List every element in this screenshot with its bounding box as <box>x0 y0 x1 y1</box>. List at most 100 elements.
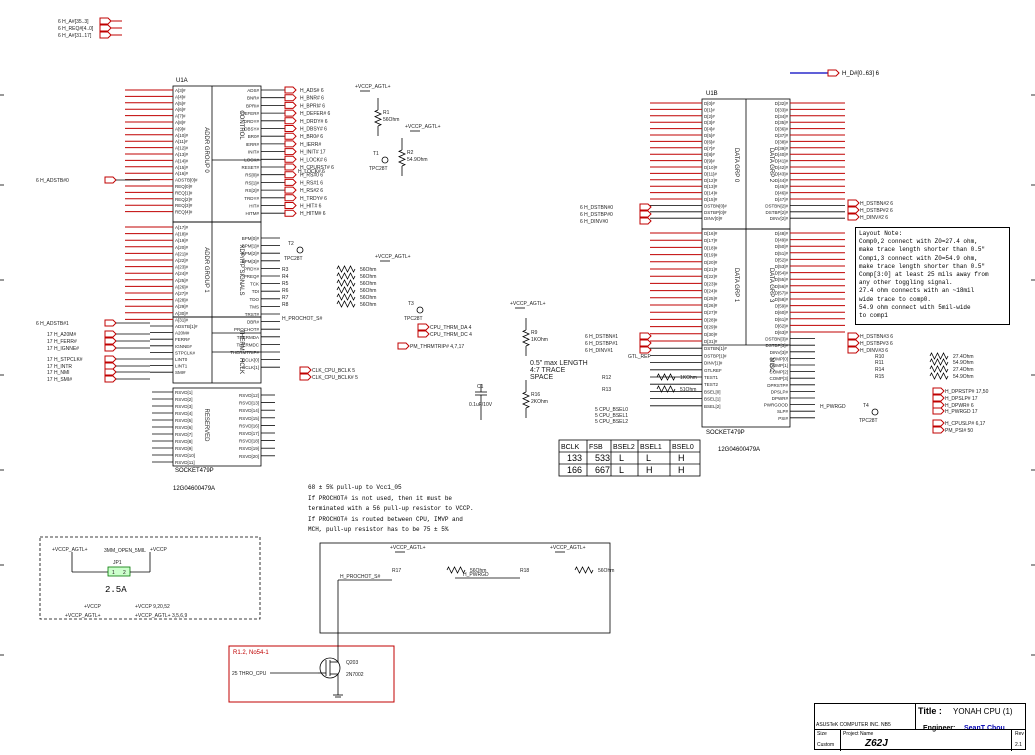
u1b-pin: D[60]# <box>775 310 789 315</box>
u1a-pin: A[26]# <box>175 284 189 289</box>
u1a-net-label: H_ADS# 6 <box>300 88 324 94</box>
u1b-pin: D[49]# <box>775 238 789 243</box>
layout-note: Layout Note:Comp0,2 connect with Z0=27.4… <box>855 227 1010 325</box>
net-tag <box>639 339 652 347</box>
u1a-pin: A[24]# <box>175 271 189 276</box>
u1b-pin: D[11]# <box>704 171 717 176</box>
u1a-pin: BPM[2]# <box>242 251 260 256</box>
u1a-pin: DEFER# <box>241 111 259 116</box>
misc-net-label: CLK_CPU_BCLK 5 <box>312 368 355 374</box>
u1b-net-label: GTL_REF <box>628 354 651 360</box>
u1a-pin: RSVD[12] <box>239 393 259 398</box>
u1b-pin: D[2]# <box>704 114 715 119</box>
net-tag <box>639 332 652 340</box>
u1a-pin: A[19]# <box>175 238 189 243</box>
u1a-section-label: ADDR GROUP 1 <box>203 247 209 293</box>
u1b-pin: D[0]# <box>704 101 715 106</box>
gtlref-note: 4:7 TRACE <box>530 367 566 374</box>
net-tag <box>284 109 297 117</box>
bsel-cell: 533 <box>595 453 610 463</box>
u1b-pin: D[46]# <box>775 191 789 196</box>
net-tag <box>639 346 652 354</box>
u1a-pin: THERMTRIP# <box>230 350 259 355</box>
resistor-symbol <box>929 352 949 360</box>
net-tag <box>639 203 652 211</box>
u1b-pin: D[59]# <box>775 304 789 309</box>
u1b-pin: DPWR# <box>772 396 789 401</box>
u1a-net-label: 17 H_A20M# <box>47 332 76 338</box>
u1a-pin: REQ[2]# <box>175 197 193 202</box>
u1b-pin: D[30]# <box>704 332 718 337</box>
resistor-symbol <box>336 286 356 294</box>
u1b-pin: D[42]# <box>775 165 789 170</box>
u1a-pin: RESET# <box>241 165 259 170</box>
u1a-pin: A[22]# <box>175 258 189 263</box>
bsel-cell: 166 <box>567 465 582 475</box>
u1a-pin: SMI# <box>175 370 186 375</box>
net-tag <box>417 323 430 331</box>
bsel-cell: H <box>678 453 685 463</box>
svg-text:SOCKET479P: SOCKET479P <box>175 468 214 474</box>
net-tag <box>99 31 112 39</box>
component-ref: R14 <box>875 367 884 373</box>
u1a-pin: RSVD[19] <box>239 446 259 451</box>
u1a-pin: A[11]# <box>175 139 188 144</box>
component-value: 54.9Ohm <box>407 157 428 163</box>
u1b-section-label: MISC <box>768 358 774 374</box>
u1a-net-label: 17 H_INTR <box>47 364 72 370</box>
u1a-pin: A[9]# <box>175 126 186 131</box>
u1a-pin: RSVD[10] <box>175 453 195 458</box>
component-ref: R17 <box>392 568 401 574</box>
u1a-net-label: H_TRDY# 6 <box>300 196 327 202</box>
u1a-net-label: H_BPRI# 6 <box>300 103 325 109</box>
u1b-net-label: 6 H_DINV#0 <box>580 219 608 225</box>
u1a-pin: RSVD[7] <box>175 432 193 437</box>
net-tag <box>284 171 297 179</box>
net-tag <box>847 332 860 340</box>
bsel-header: BSEL1 <box>640 444 662 451</box>
bsel-header: FSB <box>589 444 603 451</box>
u1a-pin: TRST# <box>245 312 260 317</box>
net-tag <box>284 101 297 109</box>
u1b-pin: D[12]# <box>704 178 718 183</box>
u1b-net-label: 6 H_DSTBP#1 <box>585 341 618 347</box>
u1a-pin: BNR# <box>247 96 260 101</box>
u1a-pin: HITM# <box>246 211 260 216</box>
header-net-label: 6 H_REQ#[4..0] <box>58 26 94 32</box>
u1a-pin: A[14]# <box>175 158 189 163</box>
net-tag <box>932 426 945 434</box>
net-tag <box>639 217 652 225</box>
svg-text:2: 2 <box>123 570 126 576</box>
engineer-name: SeanT Chou <box>964 725 1005 732</box>
component-ref: R8 <box>282 302 289 308</box>
prochot-note-line: terminated with a 56 pull-up resistor to… <box>308 505 474 512</box>
u1a-pin: REQ[4]# <box>175 210 193 215</box>
u1a-pin: DRDY# <box>244 119 260 124</box>
svg-text:H_D#[0..63] 6: H_D#[0..63] 6 <box>842 71 880 77</box>
net-tag <box>284 194 297 202</box>
net-tag <box>104 362 117 370</box>
u1a-section-label: CONTROL <box>238 110 244 140</box>
net-tag <box>284 178 297 186</box>
u1a-section-label: THERM <box>238 329 244 350</box>
u1a-pin: A[31]# <box>175 317 189 322</box>
net-tag <box>284 117 297 125</box>
u1a-pin: RSVD[11] <box>175 460 195 465</box>
svg-text:+VCCP 9,20,52: +VCCP 9,20,52 <box>135 604 170 610</box>
svg-text:+VCCP: +VCCP <box>84 604 101 610</box>
component-ref: R4 <box>282 274 289 280</box>
u1b-pin: D[14]# <box>704 191 718 196</box>
net-tag <box>104 319 117 327</box>
component-value: 1KOhm <box>680 375 697 381</box>
u1b-net-label: PM_PSI# 50 <box>945 428 973 434</box>
u1a-pin: A[12]# <box>175 146 189 151</box>
u1a-pin: RS[1]# <box>245 180 259 185</box>
u1a-block-2 <box>172 316 262 384</box>
u1b-pin: TEST2 <box>704 382 719 387</box>
testpoint-symbol <box>381 156 389 164</box>
power-net-label: +VCCP_AGTL+ <box>375 254 411 260</box>
u1b-pin: D[41]# <box>775 159 789 164</box>
svg-text:R1.2, No54-1: R1.2, No54-1 <box>233 650 269 656</box>
